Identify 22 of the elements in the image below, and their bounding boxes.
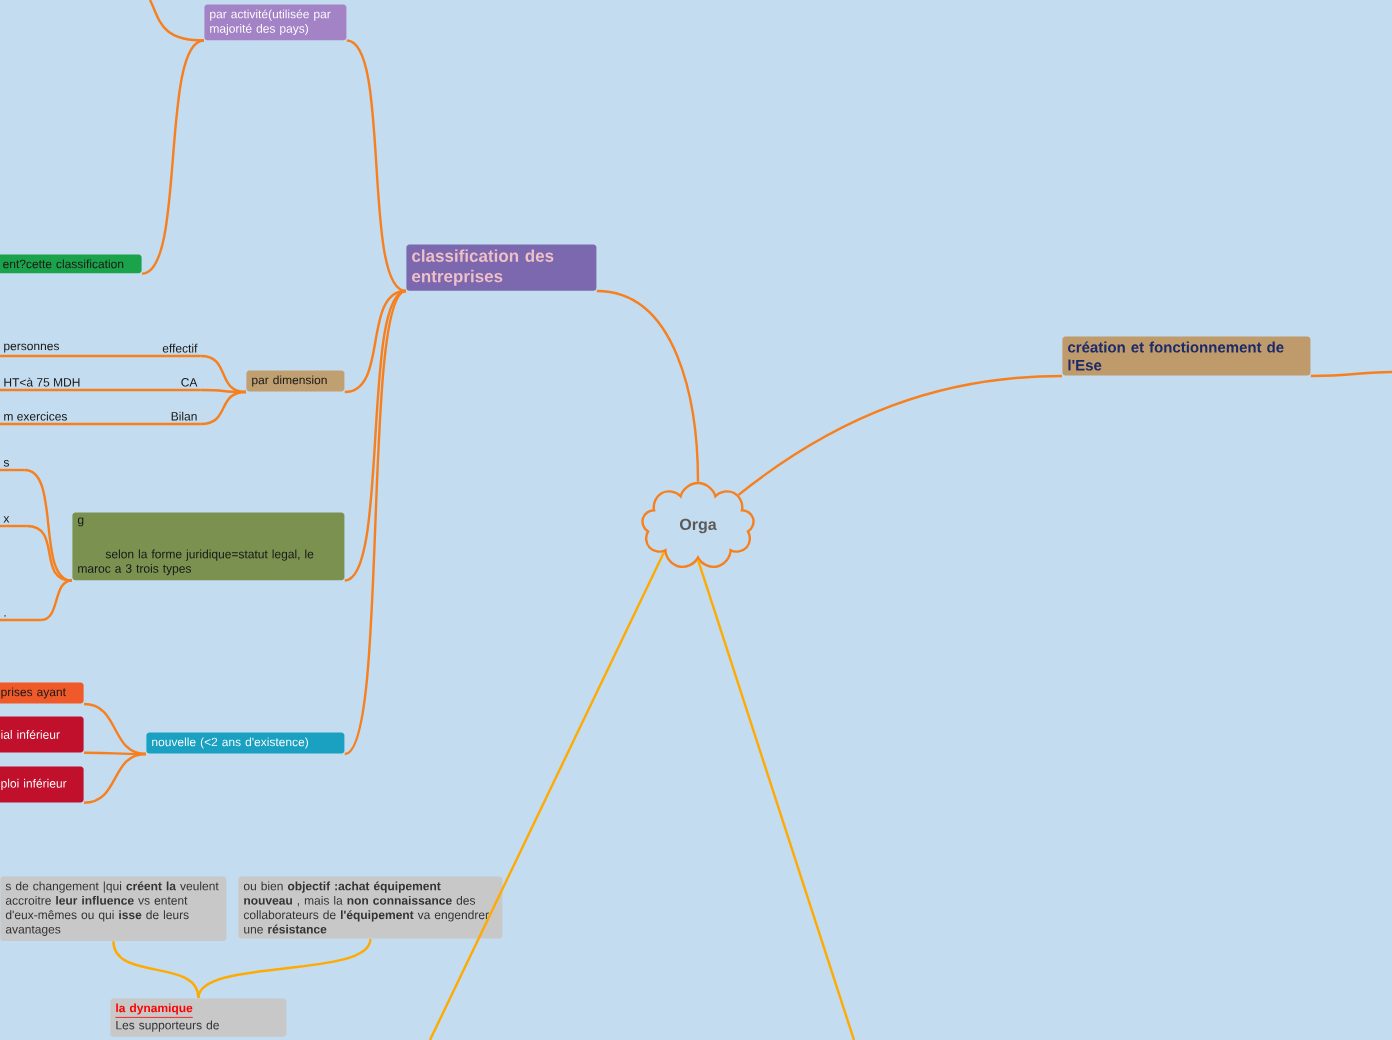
- connector: [26, 524, 73, 582]
- connector: [112, 941, 200, 999]
- connector: [83, 752, 147, 804]
- connector: [141, 39, 205, 275]
- connector: [200, 390, 247, 426]
- connector: [83, 702, 147, 756]
- connector: [737, 374, 1063, 496]
- connector: [197, 938, 372, 999]
- connector: [24, 468, 73, 582]
- connector: [344, 289, 407, 394]
- connector: [428, 551, 666, 1040]
- connector: [1310, 370, 1392, 378]
- connector: [344, 290, 407, 755]
- connector: [200, 354, 247, 394]
- connector: [596, 289, 700, 482]
- connector: [40, 579, 73, 622]
- connector: [344, 290, 407, 582]
- connector: [346, 39, 407, 293]
- connector: [696, 559, 856, 1040]
- central-cloud: Orga: [641, 481, 755, 569]
- connector: [148, 0, 205, 42]
- topic-box: classification des entreprises: [406, 244, 597, 291]
